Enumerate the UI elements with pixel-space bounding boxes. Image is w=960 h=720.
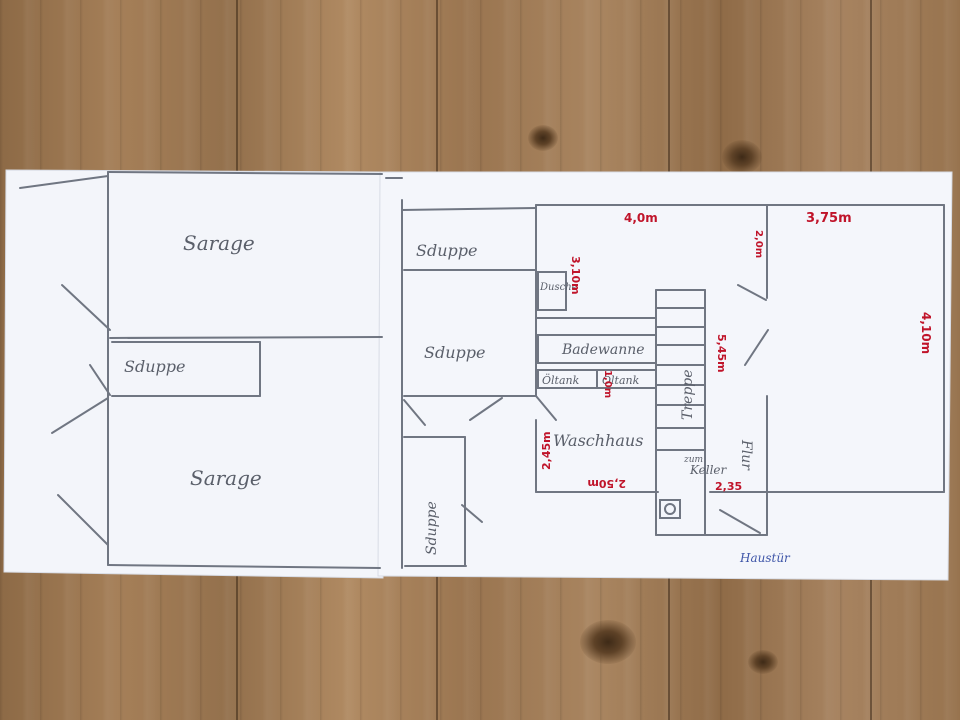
dim-laundry-height: 2,45m: [540, 431, 553, 470]
label-laundry: Waschhaus: [553, 431, 643, 450]
dim-width-left-room: 4,0m: [624, 211, 658, 225]
label-shed-bottom: Sduppe: [424, 501, 440, 555]
label-bathtub: Badewanne: [561, 342, 645, 358]
dim-height-shower: 3,10m: [569, 256, 582, 295]
dim-stairs-length: 5,45m: [715, 334, 728, 373]
label-shed-left: Sduppe: [124, 357, 185, 376]
label-stairs: Treppe: [680, 369, 696, 420]
dim-width-right-room: 3,75m: [806, 211, 852, 226]
label-garage-bottom: Sarage: [190, 466, 262, 490]
label-garage-top: Sarage: [183, 231, 255, 255]
pencil-walls: [19, 171, 945, 569]
label-front-door: Haustür: [739, 551, 791, 565]
label-hall: Flur: [738, 439, 754, 471]
dim-hall-width: 2,35: [715, 480, 742, 493]
wood-knot: [528, 125, 558, 151]
dim-oil-tank-height: 1,0m: [602, 370, 613, 398]
dim-height-right-room: 4,10m: [919, 312, 933, 354]
label-shed-mid: Sduppe: [424, 343, 485, 362]
paper-sheet-left: [3, 169, 386, 579]
label-cellar-2: Keller: [689, 463, 728, 477]
dim-laundry-width: 2,50m: [587, 477, 626, 490]
dim-wall-small: 2,0m: [753, 230, 764, 258]
wood-knot: [748, 650, 778, 674]
label-shower: Dusche: [539, 282, 578, 293]
paper-sheet-right: [377, 171, 953, 581]
wood-knot: [580, 620, 636, 664]
wood-knot: [722, 140, 762, 174]
label-cellar-1: zum: [683, 455, 703, 465]
label-oil-tank-2: Öltank: [602, 373, 640, 387]
label-oil-tank-1: Öltank: [542, 373, 580, 387]
label-shed-top-mid: Sduppe: [416, 241, 477, 260]
